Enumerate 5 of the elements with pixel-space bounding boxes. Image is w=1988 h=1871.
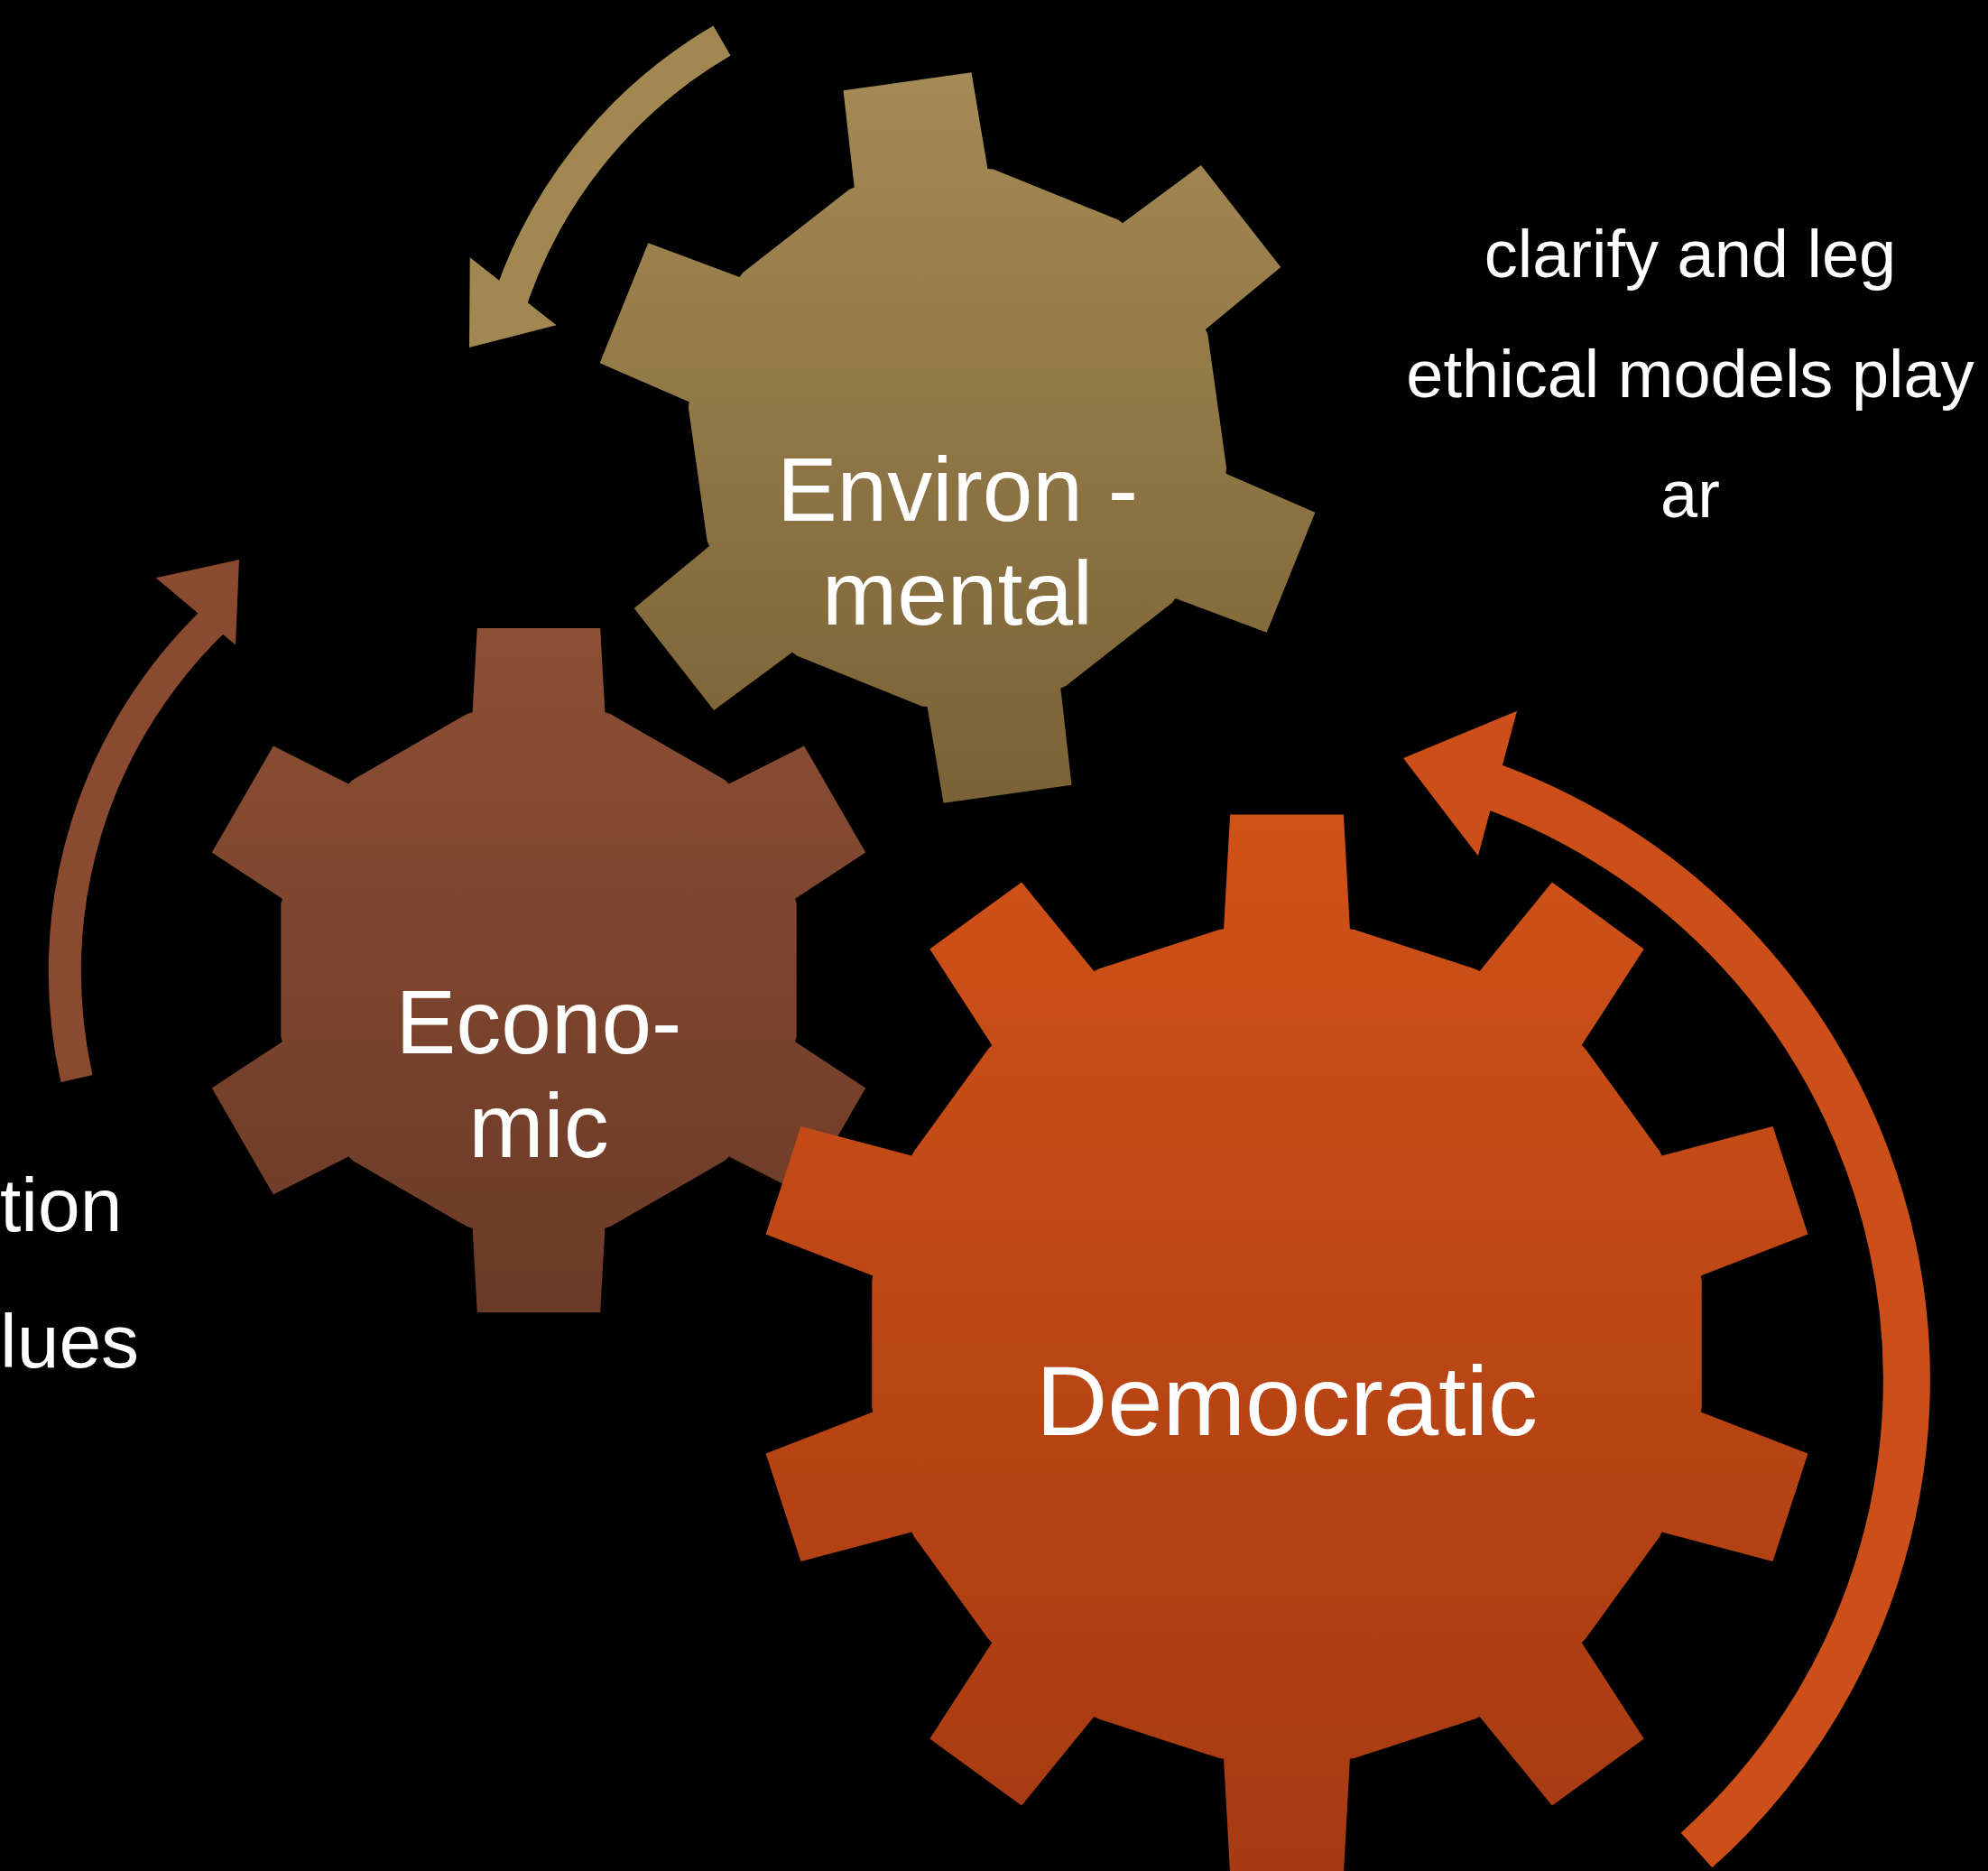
gear-label: Environ -mental — [775, 438, 1140, 645]
note-text: clarify and leg ethical models play ar — [1405, 216, 1975, 534]
note-text: tion lues — [0, 1162, 141, 1386]
gear-label: Democratic — [1034, 1344, 1540, 1458]
gear-label: Econo- mic — [394, 970, 683, 1178]
